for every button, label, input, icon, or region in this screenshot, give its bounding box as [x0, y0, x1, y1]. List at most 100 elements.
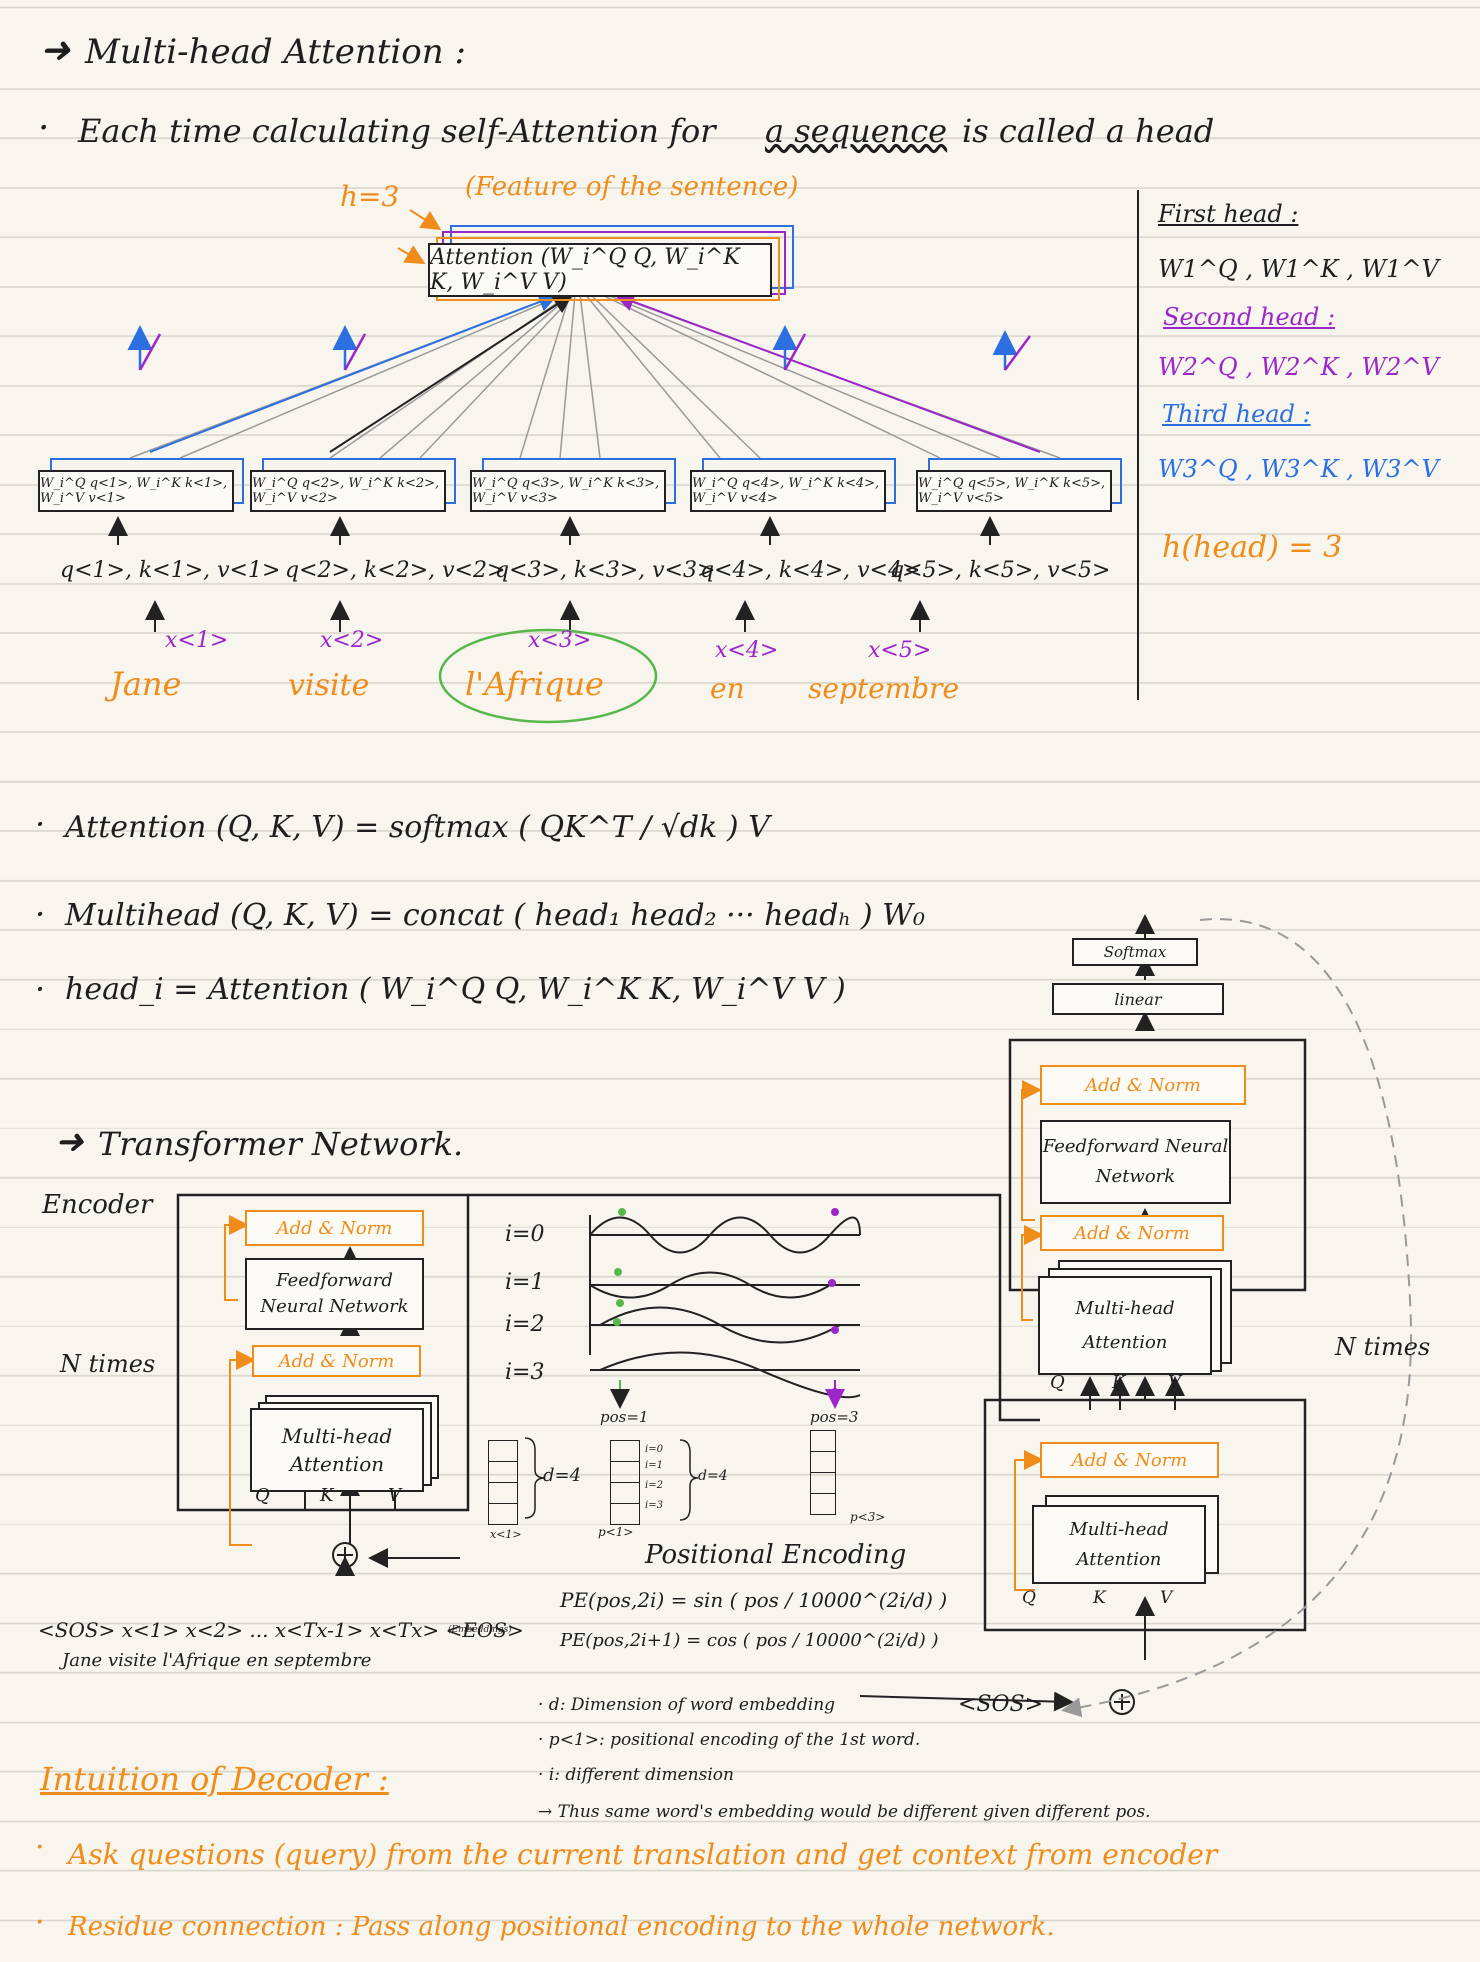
x-label-2: x<2>	[320, 628, 384, 653]
word-visite: visite	[288, 668, 370, 703]
note-p: · p<1>: positional encoding of the 1st w…	[538, 1730, 921, 1750]
second-head-label: Second head :	[1163, 303, 1336, 331]
x1-vector-label: x<1>	[490, 1528, 522, 1541]
i-small-2: i=2	[645, 1480, 663, 1491]
mha-bullet1-pre: Each time calculating self-Attention for	[78, 112, 716, 150]
p3-label: p<3>	[850, 1510, 886, 1524]
word-box-2: W_i^Q q<2>, W_i^K k<2>, W_i^V v<2>	[250, 470, 446, 512]
word-lafrique: l'Afrique	[465, 665, 604, 703]
i1-label: i=1	[505, 1270, 545, 1295]
third-head-label: Third head :	[1162, 400, 1311, 428]
word-box-3: W_i^Q q<3>, W_i^K k<3>, W_i^V v<3>	[470, 470, 666, 512]
word-septembre: septembre	[808, 672, 960, 705]
note-i: · i: different dimension	[538, 1765, 734, 1785]
dec-q-label-2: Q	[1022, 1588, 1036, 1608]
word-en: en	[710, 672, 745, 705]
i-small-1: i=1	[645, 1460, 663, 1471]
softmax-box: Softmax	[1072, 938, 1198, 966]
feature-label: (Feature of the sentence)	[465, 172, 799, 202]
input-sequence: <SOS> x<1> x<2> ... x<Tx-1> x<Tx> <EOS>	[38, 1618, 524, 1642]
n-times-left: N times	[60, 1350, 156, 1378]
dec-q-label-1: Q	[1050, 1372, 1065, 1393]
dec-k-label-2: K	[1093, 1588, 1106, 1608]
formula-attention: Attention (Q, K, V) = softmax ( QK^T / √…	[65, 810, 770, 845]
enc-q-label: Q	[255, 1485, 270, 1506]
qkv-1: q<1>, k<1>, v<1>	[60, 558, 281, 583]
enc-v-label: V	[388, 1485, 401, 1506]
enc-k-label: K	[320, 1485, 334, 1506]
i0-label: i=0	[505, 1222, 545, 1247]
encoder-label: Encoder	[42, 1190, 153, 1220]
mha-title: Multi-head Attention :	[85, 32, 466, 72]
bullet-dot: ·	[38, 108, 50, 149]
x-label-1: x<1>	[165, 628, 229, 653]
formula-multihead: Multihead (Q, K, V) = concat ( head₁ hea…	[65, 898, 926, 933]
embedding-note: (Embeddings)	[448, 1625, 512, 1635]
h-label: h=3	[340, 180, 400, 213]
enc-add-norm-top: Add & Norm	[245, 1210, 424, 1246]
dec-ffn: Feedforward Neural Network	[1040, 1120, 1231, 1204]
transformer-title-arrow: ➜	[55, 1122, 84, 1162]
pos1-label: pos=1	[600, 1408, 649, 1426]
intuition-dot-2: ·	[35, 1905, 45, 1940]
n-times-right: N times	[1335, 1333, 1431, 1361]
enc-mha: Multi-head Attention	[250, 1408, 424, 1492]
intuition-dot-1: ·	[35, 1830, 45, 1865]
first-head-label: First head :	[1158, 200, 1299, 228]
dec-add-norm-2: Add & Norm	[1040, 1215, 1224, 1251]
dec-mha-2: Multi-head Attention	[1032, 1505, 1206, 1584]
x1-vector	[488, 1440, 518, 1525]
input-sequence-words: Jane visite l'Afrique en septembre	[62, 1650, 372, 1671]
pe-title: Positional Encoding	[645, 1540, 907, 1570]
dec-add-norm-3: Add & Norm	[1040, 1442, 1219, 1478]
formula-dot-2: ·	[35, 895, 46, 933]
sos-label: <SOS>	[958, 1692, 1044, 1717]
formula-dot-3: ·	[35, 970, 46, 1008]
word-box-5: W_i^Q q<5>, W_i^K k<5>, W_i^V v<5>	[916, 470, 1112, 512]
pe-sin: PE(pos,2i) = sin ( pos / 10000^(2i/d) )	[560, 1588, 948, 1612]
x-label-5: x<5>	[868, 638, 932, 663]
i3-label: i=3	[505, 1360, 545, 1385]
note-thus: → Thus same word's embedding would be di…	[538, 1802, 1151, 1822]
word-box-1: W_i^Q q<1>, W_i^K k<1>, W_i^V v<1>	[38, 470, 234, 512]
enc-add-norm-bottom: Add & Norm	[252, 1345, 421, 1377]
pos3-label: pos=3	[810, 1408, 859, 1426]
p1-label: p<1>	[598, 1525, 634, 1539]
p1-vector	[610, 1440, 640, 1525]
h-head-count: h(head) = 3	[1162, 530, 1343, 565]
i-small-3: i=3	[645, 1500, 663, 1511]
dec-v-label-1: V	[1168, 1372, 1181, 1393]
formula-head-i: head_i = Attention ( W_i^Q Q, W_i^K K, W…	[65, 972, 846, 1007]
mha-title-arrow: ➜	[40, 30, 71, 71]
x-label-3: x<3>	[528, 628, 592, 653]
note-d: · d: Dimension of word embedding	[538, 1695, 836, 1715]
p3-vector	[810, 1430, 836, 1515]
qkv-2: q<2>, k<2>, v<2>	[285, 558, 506, 583]
enc-ffn: Feedforward Neural Network	[245, 1258, 424, 1330]
decoder-intuition-title: Intuition of Decoder :	[40, 1760, 389, 1798]
qkv-4: q<4>, k<4>, v<4>	[700, 558, 921, 583]
dec-k-label-1: K	[1112, 1372, 1126, 1393]
mha-bullet1-post: is called a head	[962, 112, 1215, 150]
qkv-3: q<3>, k<3>, v<3>	[495, 558, 716, 583]
d4-label-2: d=4	[698, 1468, 728, 1484]
pe-cos: PE(pos,2i+1) = cos ( pos / 10000^(2i/d) …	[560, 1630, 939, 1651]
first-head-weights: W1^Q , W1^K , W1^V	[1158, 255, 1439, 283]
transformer-title: Transformer Network.	[98, 1125, 464, 1163]
x-label-4: x<4>	[715, 638, 779, 663]
intuition-bullet-2: Residue connection : Pass along position…	[68, 1912, 1055, 1942]
d4-label-1: d=4	[543, 1465, 582, 1486]
dec-v-label-2: V	[1160, 1588, 1173, 1608]
dec-add-norm-1: Add & Norm	[1040, 1065, 1246, 1105]
second-head-weights: W2^Q , W2^K , W2^V	[1158, 353, 1439, 381]
dec-mha-1: Multi-head Attention	[1038, 1276, 1212, 1375]
third-head-weights: W3^Q , W3^K , W3^V	[1158, 455, 1439, 483]
word-box-4: W_i^Q q<4>, W_i^K k<4>, W_i^V v<4>	[690, 470, 886, 512]
word-jane: Jane	[110, 665, 182, 703]
i-small-0: i=0	[645, 1444, 663, 1455]
formula-dot-1: ·	[35, 805, 46, 843]
qkv-5: q<5>, k<5>, v<5>	[890, 558, 1111, 583]
intuition-bullet-1: Ask questions (query) from the current t…	[68, 1838, 1218, 1871]
